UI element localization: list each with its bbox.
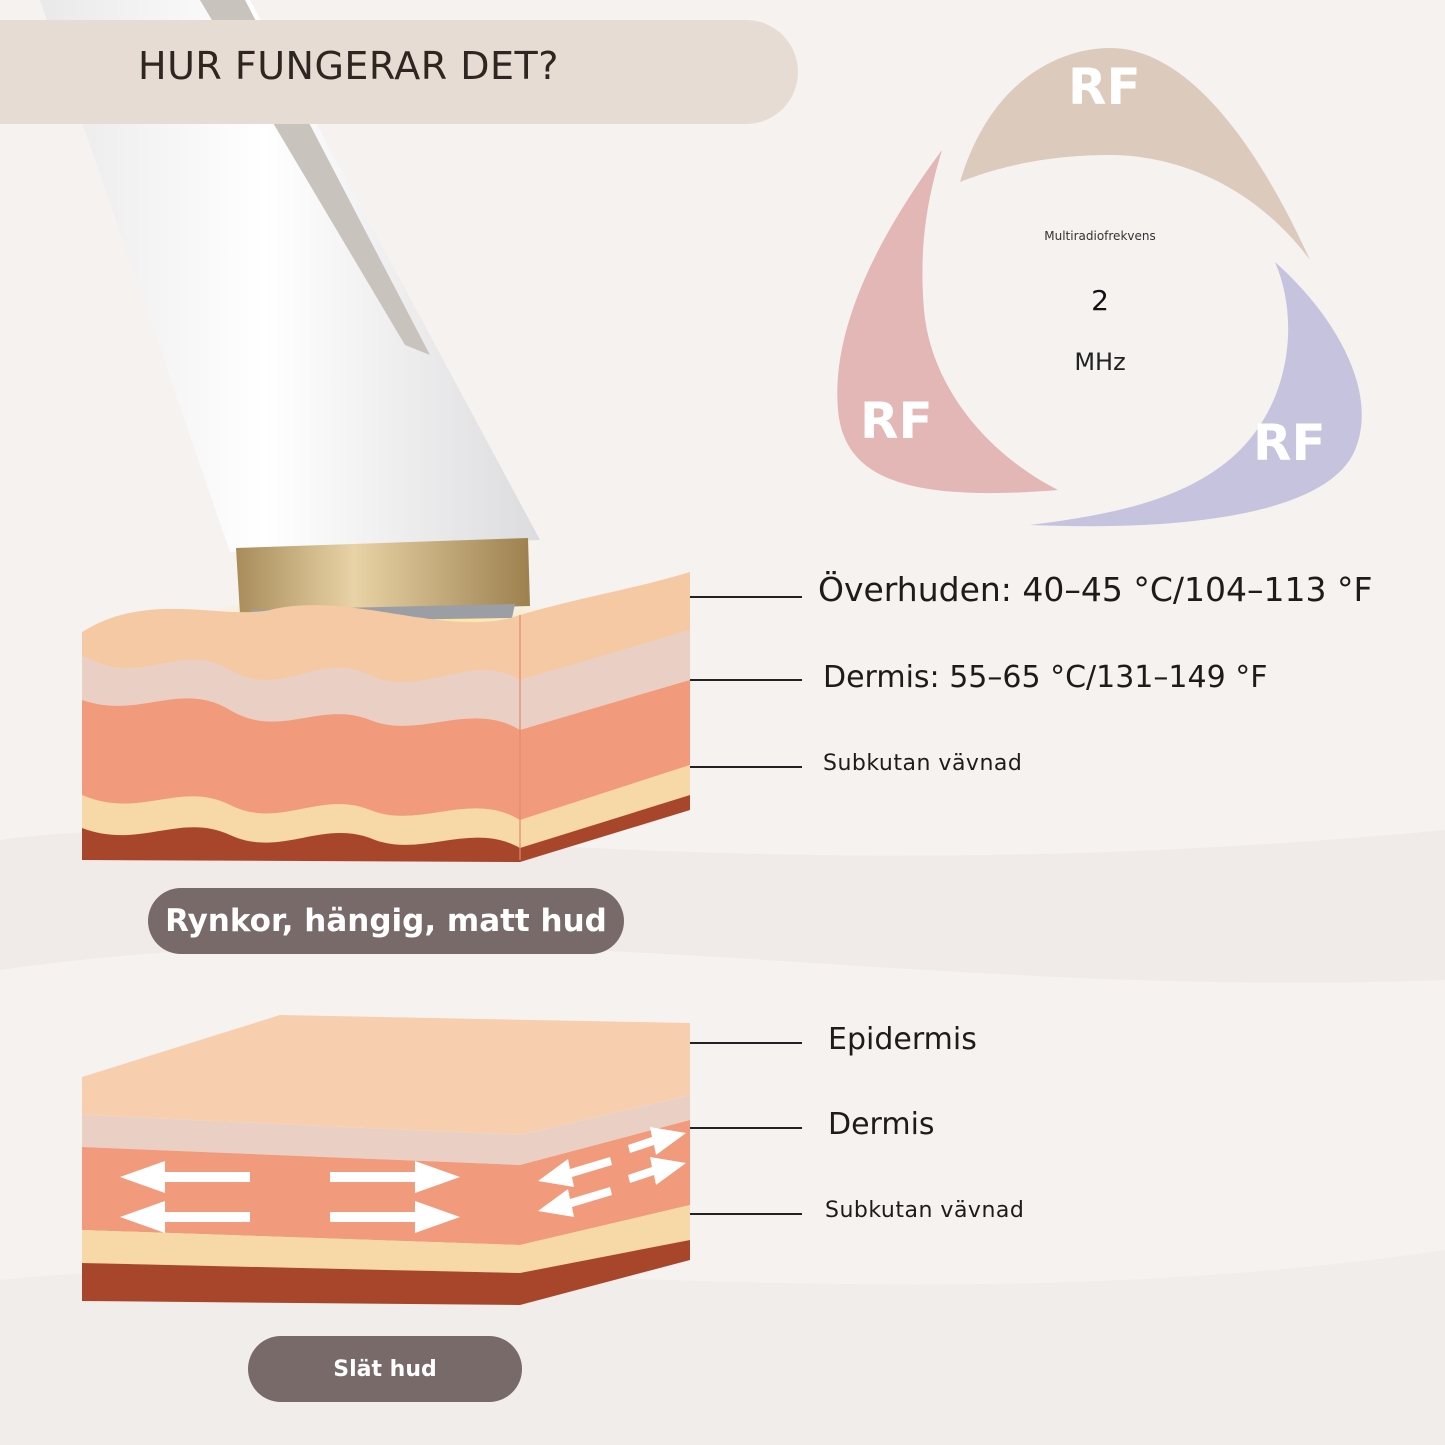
caption-smooth-skin: Slät hud xyxy=(248,1336,522,1402)
multiradiofrequency-caption: Multiradiofrekvens xyxy=(1044,229,1156,243)
arrow-left-icon xyxy=(538,1187,612,1217)
arrow-left-icon xyxy=(120,1161,250,1193)
label-lower-subcutaneous: Subkutan vävnad xyxy=(825,1198,1025,1223)
label-lower-dermis: Dermis xyxy=(828,1107,935,1142)
arrow-right-icon xyxy=(330,1201,460,1233)
arrow-right-icon xyxy=(330,1161,460,1193)
layer-dermis xyxy=(82,680,690,820)
skin-block-wrinkled xyxy=(82,572,690,862)
frequency-value: 2 xyxy=(1091,284,1109,317)
arrow-left-icon xyxy=(120,1201,250,1233)
arrow-left-icon xyxy=(538,1157,612,1187)
device-ring xyxy=(236,538,530,614)
page-title: HUR FUNGERAR DET? xyxy=(138,44,559,88)
layer-epidermis xyxy=(82,1015,690,1135)
label-upper-subcutaneous: Subkutan vävnad xyxy=(823,751,1023,776)
leader-line xyxy=(690,679,802,681)
leader-line xyxy=(690,766,802,768)
arrow-right-icon xyxy=(628,1127,686,1155)
rf-triangle-diagram xyxy=(837,48,1362,527)
layer-dermis-top xyxy=(82,630,690,730)
layer-fat xyxy=(82,1205,690,1273)
rf-segment-right xyxy=(1030,262,1362,527)
skin-block-smooth xyxy=(82,1015,690,1305)
label-upper-epidermis: Överhuden: 40–45 °C/104–113 °F xyxy=(818,570,1373,609)
leader-line xyxy=(690,596,802,598)
layer-fat xyxy=(82,765,690,848)
leader-line xyxy=(690,1127,802,1129)
rf-label-right: RF xyxy=(1253,414,1326,472)
rf-label-top: RF xyxy=(1068,58,1141,116)
header-banner xyxy=(0,20,798,124)
label-upper-dermis: Dermis: 55–65 °C/131–149 °F xyxy=(823,660,1268,695)
layer-base xyxy=(82,795,690,862)
rf-label-left: RF xyxy=(860,392,933,450)
rf-segment-top xyxy=(960,48,1310,260)
tightening-arrows xyxy=(120,1127,686,1233)
leader-line xyxy=(690,1213,802,1215)
caption-wrinkled-skin: Rynkor, hängig, matt hud xyxy=(148,888,624,954)
frequency-unit: MHz xyxy=(1074,348,1126,376)
device-handle xyxy=(40,0,540,552)
layer-base xyxy=(82,1240,690,1305)
label-lower-epidermis: Epidermis xyxy=(828,1022,977,1057)
layer-dermis-top xyxy=(82,1095,690,1165)
arrow-right-icon xyxy=(628,1157,686,1185)
rf-segment-left xyxy=(837,150,1058,494)
leader-line xyxy=(690,1042,802,1044)
